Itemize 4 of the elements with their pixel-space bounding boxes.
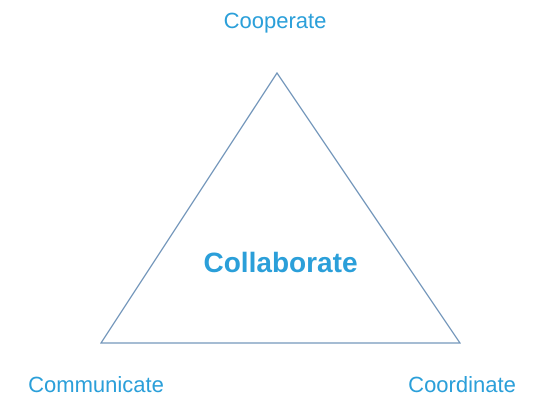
vertex-label: Coordinate — [408, 372, 516, 398]
vertex-label: Cooperate — [224, 8, 326, 34]
vertex-label: Communicate — [28, 372, 164, 398]
center-label: Collaborate — [203, 247, 358, 279]
